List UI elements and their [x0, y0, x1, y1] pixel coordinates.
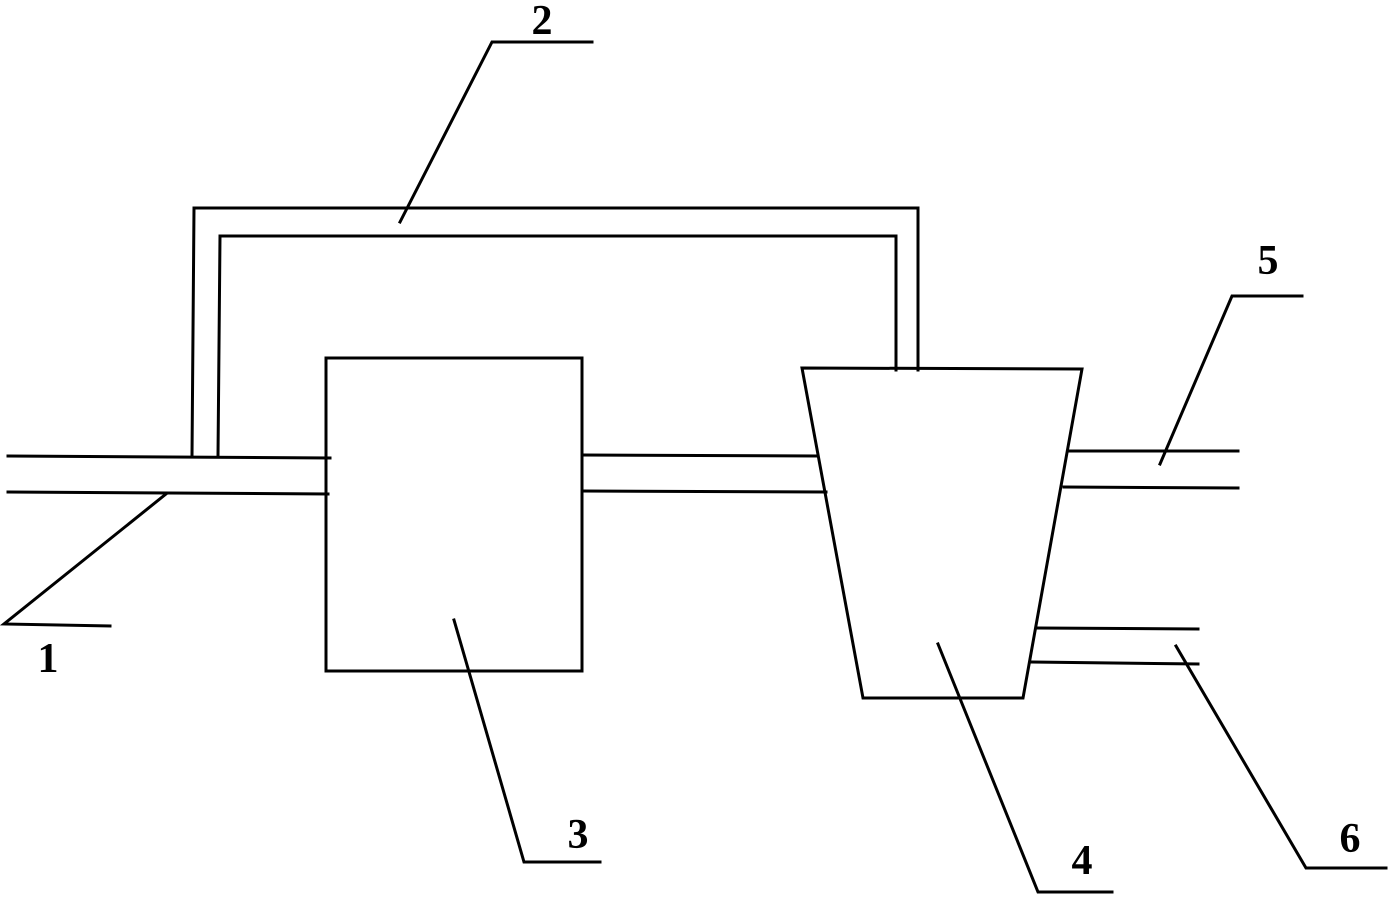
leader-line-2	[397, 40, 594, 225]
leader-line-6	[1173, 643, 1388, 870]
leader-line-5	[1158, 294, 1304, 466]
bypass-pipe	[190, 206, 920, 458]
label-2: 2	[532, 0, 553, 44]
label-6: 6	[1340, 816, 1361, 862]
leader-line-1	[0, 491, 169, 628]
leader-line-4	[936, 642, 1114, 894]
connecting-pipe	[580, 453, 828, 494]
label-3: 3	[568, 812, 589, 858]
label-1: 1	[38, 636, 59, 682]
inlet-pipe	[6, 454, 332, 496]
box-unit	[324, 356, 584, 673]
leader-line-3	[452, 618, 602, 864]
label-5: 5	[1258, 238, 1279, 284]
tapered-tank	[800, 366, 1084, 700]
label-4: 4	[1072, 838, 1093, 884]
upper-outlet-pipe	[1062, 449, 1240, 490]
lower-outlet-pipe	[1030, 626, 1200, 666]
